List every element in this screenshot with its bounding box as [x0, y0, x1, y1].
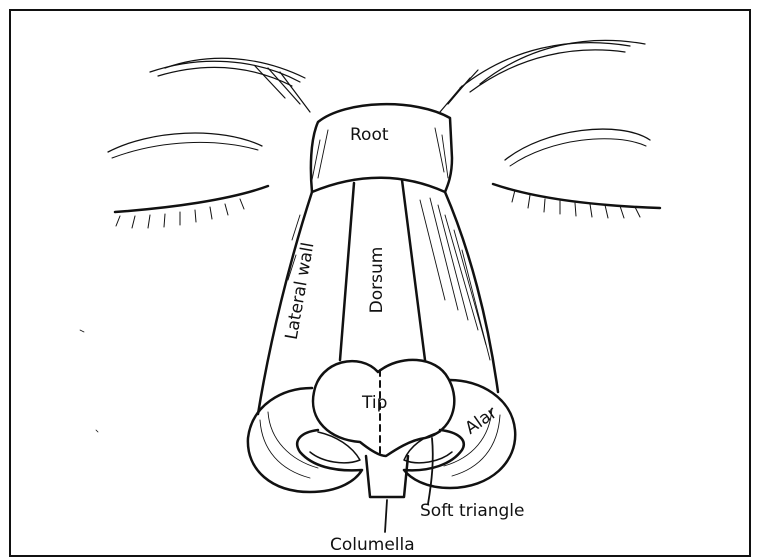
left-eye — [108, 133, 268, 228]
face-contour — [80, 330, 98, 432]
root-region — [311, 104, 452, 192]
label-dorsum: Dorsum — [367, 247, 387, 314]
soft-triangle-leader — [428, 438, 433, 504]
right-alar — [404, 380, 515, 488]
label-tip: Tip — [361, 393, 387, 413]
columella-leader — [385, 500, 387, 532]
label-soft-triangle: Soft triangle — [420, 501, 525, 521]
label-columella: Columella — [330, 535, 415, 555]
right-eyebrow — [440, 40, 645, 112]
columella-region — [366, 456, 408, 497]
right-eye — [493, 129, 660, 218]
label-lateral-wall: Lateral wall — [282, 241, 319, 341]
left-eyebrow — [150, 58, 310, 112]
label-alar: Alar — [462, 403, 501, 439]
label-root: Root — [350, 125, 389, 145]
lateral-wall-shading — [288, 198, 490, 360]
